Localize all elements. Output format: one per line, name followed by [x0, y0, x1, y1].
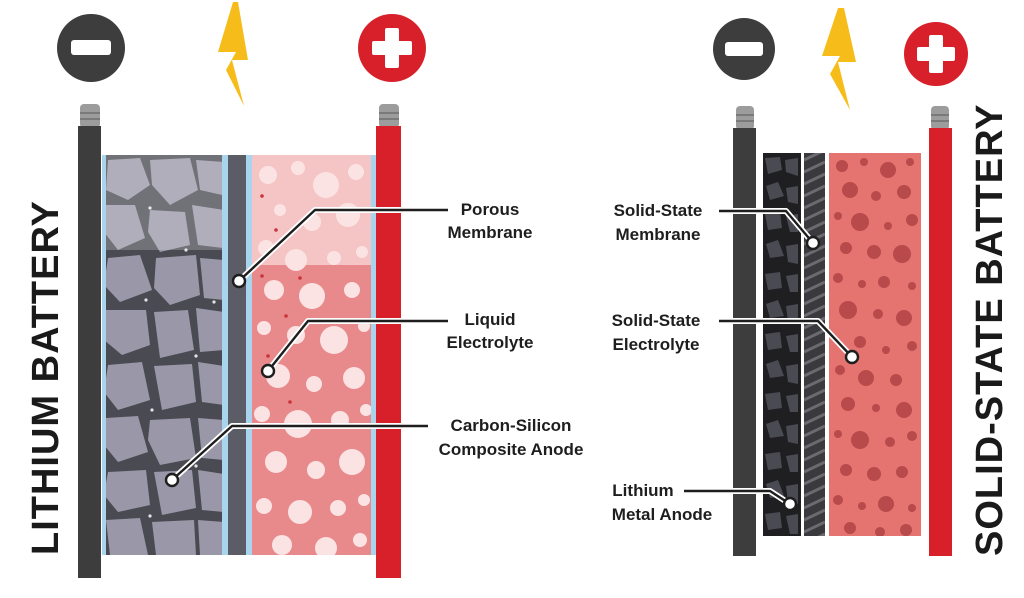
lithium-negative-collector [78, 126, 101, 578]
solid-lightning-bolt-icon [822, 8, 856, 110]
porous-membrane [228, 155, 248, 555]
liquid-electrolyte-label-line2: Electrolyte [447, 333, 534, 352]
porous-membrane-callout: Porous Membrane [231, 200, 533, 289]
anode-label-line2: Composite Anode [439, 440, 584, 459]
lithium-positive-collector [376, 126, 401, 578]
lithium-lightning-bolt-icon [218, 2, 248, 106]
liquid-electrolyte-label-line1: Liquid [465, 310, 516, 329]
carbon-silicon-anode [104, 155, 226, 555]
anode-label-line1: Carbon-Silicon [451, 416, 572, 435]
solid-positive-collector [929, 128, 952, 556]
solid-membrane-label-line1: Solid-State [614, 201, 703, 220]
solid-membrane-label-line2: Membrane [615, 225, 700, 244]
solid-positive-terminal-icon [904, 22, 968, 86]
metal-anode-label-line2: Metal Anode [612, 505, 712, 524]
solid-state-membrane [804, 153, 825, 536]
lithium-positive-post [379, 104, 399, 128]
solid-state-membrane-callout: Solid-State Membrane [614, 201, 821, 251]
lithium-metal-anode-callout: Lithium Metal Anode [612, 481, 798, 524]
solid-negative-post [736, 106, 754, 130]
solid-state-electrolyte-callout: Solid-State Electrolyte [612, 311, 860, 365]
lithium-negative-post [80, 104, 100, 128]
liquid-electrolyte-callout: Liquid Electrolyte [260, 310, 534, 379]
solid-state-battery: SOLID-STATE BATTERY [612, 8, 1011, 556]
porous-membrane-label-line1: Porous [461, 200, 520, 219]
anode-right-edge [222, 155, 228, 555]
solid-electrolyte-label-line2: Electrolyte [613, 335, 700, 354]
porous-membrane-label-line2: Membrane [447, 223, 532, 242]
solid-negative-collector [733, 128, 756, 556]
solid-negative-terminal-icon [713, 18, 775, 80]
lithium-negative-terminal-icon [57, 14, 125, 82]
carbon-silicon-anode-callout: Carbon-Silicon Composite Anode [164, 416, 584, 488]
solid-state-electrolyte [829, 153, 921, 536]
anode-left-edge [102, 155, 106, 555]
solid-positive-post [931, 106, 949, 130]
solid-state-battery-title: SOLID-STATE BATTERY [969, 104, 1011, 556]
solid-electrolyte-label-line1: Solid-State [612, 311, 701, 330]
lithium-positive-terminal-icon [358, 14, 426, 82]
membrane-right-edge [246, 155, 252, 555]
electrolyte-right-edge [371, 155, 376, 555]
metal-anode-label-line1: Lithium [612, 481, 673, 500]
lithium-battery-title: LITHIUM BATTERY [25, 200, 67, 555]
lithium-battery: LITHIUM BATTERY [25, 2, 583, 578]
